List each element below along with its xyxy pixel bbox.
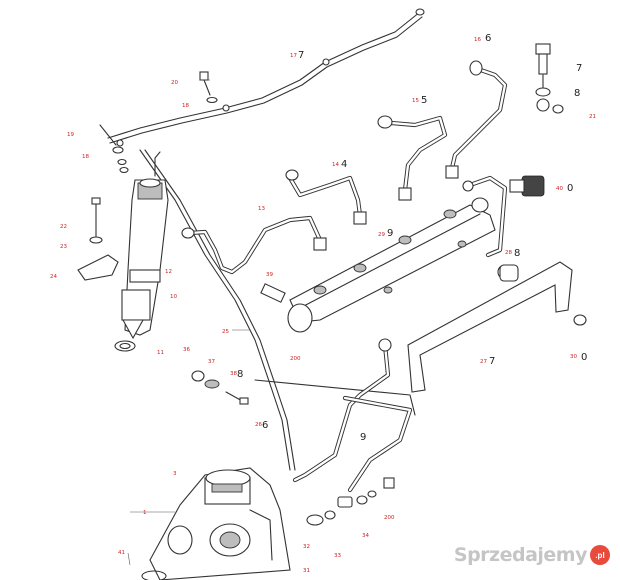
callout-32: 32: [303, 544, 310, 550]
rail-sensor: [260, 283, 286, 303]
digit-9: 9: [387, 228, 393, 239]
callout-18b: 18: [82, 154, 89, 160]
callout-19: 19: [67, 132, 74, 138]
injector: [121, 151, 169, 340]
digit-0b: 0: [581, 352, 587, 363]
clamp-bolt: [89, 197, 103, 244]
callout-41: 41: [118, 550, 125, 556]
callout-26: 26: [255, 422, 262, 428]
callout-21: 21: [589, 114, 596, 120]
digit-7b: 7: [489, 356, 495, 367]
watermark-text: Sprzedajemy: [453, 544, 588, 566]
pressure-regulator: [509, 175, 545, 197]
injection-pump: [141, 467, 291, 580]
watermark: Sprzedajemy .pl: [454, 544, 610, 566]
callout-20: 20: [171, 80, 178, 86]
callout-17: 17: [290, 53, 297, 59]
small-bolt: [99, 124, 129, 174]
washers: [535, 43, 564, 114]
callout-25: 25: [222, 329, 229, 335]
callout-200b: 200: [290, 356, 301, 362]
bracket: [407, 261, 587, 393]
callout-18a: 18: [182, 103, 189, 109]
callout-30: 30: [570, 354, 577, 360]
callout-200a: 200: [384, 515, 395, 521]
banjo-bolt: [199, 71, 218, 104]
digit-5: 5: [421, 95, 427, 106]
digit-8c: 8: [237, 369, 243, 380]
callout-14: 14: [332, 162, 339, 168]
callout-16: 16: [474, 37, 481, 43]
callout-33: 33: [334, 553, 341, 559]
callout-labels: 1 3 10 11 12 13 14 15 16 17 18 18 19 20 …: [50, 37, 596, 574]
callout-29: 29: [378, 232, 385, 238]
callout-22: 22: [60, 224, 67, 230]
callout-40: 40: [556, 186, 563, 192]
sleeve: [499, 264, 519, 282]
callout-12: 12: [165, 269, 172, 275]
callout-23: 23: [60, 244, 67, 250]
callout-36: 36: [183, 347, 190, 353]
injector-clamp: [77, 254, 119, 281]
callout-34: 34: [362, 533, 369, 539]
leaders: [127, 79, 250, 566]
digit-8: 8: [574, 88, 580, 99]
callout-1: 1: [143, 510, 147, 516]
digit-9b: 9: [360, 432, 366, 443]
common-rail: [287, 197, 496, 333]
watermark-badge: .pl: [590, 545, 610, 565]
connection-pipe: [342, 395, 413, 493]
return-line: [107, 8, 425, 147]
digit-7c: 7: [298, 50, 304, 61]
callout-27: 27: [480, 359, 487, 365]
callout-11: 11: [157, 350, 164, 356]
callout-31: 31: [303, 568, 310, 574]
digit-6: 6: [485, 33, 491, 44]
leakoff-pipe: [139, 149, 416, 471]
fittings: [306, 477, 395, 526]
digit-7a: 7: [576, 63, 582, 74]
digit-labels: 7 8 6 5 4 0 8 9 7 0 7 8 6 9: [237, 33, 587, 443]
digit-4: 4: [341, 159, 347, 170]
callout-37: 37: [208, 359, 215, 365]
clip-parts: [191, 370, 249, 405]
callout-15: 15: [412, 98, 419, 104]
digit-0a: 0: [567, 183, 573, 194]
callout-10: 10: [170, 294, 177, 300]
callout-38: 38: [230, 371, 237, 377]
callout-13: 13: [258, 206, 265, 212]
callout-3: 3: [173, 471, 177, 477]
hp-pipes: [181, 60, 508, 275]
digit-8b: 8: [514, 248, 520, 259]
callout-39: 39: [266, 272, 273, 278]
callout-24: 24: [50, 274, 57, 280]
callout-28: 28: [505, 250, 512, 256]
digit-6b: 6: [262, 420, 268, 431]
